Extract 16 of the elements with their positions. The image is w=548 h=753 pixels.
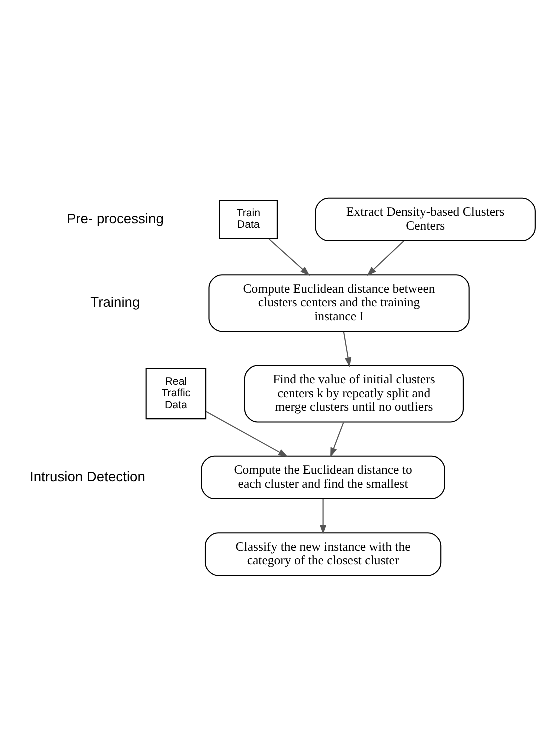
node-box: Classify the new instance with the category of the closest cluster bbox=[204, 532, 442, 576]
node-box: Find the value of initial clusters centers k by repeatly split and merge clusters until no outliers bbox=[244, 364, 464, 422]
node-box: Real Traffic Data bbox=[146, 368, 207, 420]
label: Training bbox=[90, 294, 140, 310]
node-box: Compute the Euclidean distance to each cluster and find the smallest bbox=[201, 455, 446, 500]
arrow bbox=[320, 498, 327, 534]
arrow bbox=[268, 238, 310, 276]
label: Intrusion Detection bbox=[30, 468, 146, 484]
arrow bbox=[343, 331, 352, 367]
arrow bbox=[330, 422, 344, 457]
arrow bbox=[367, 240, 404, 276]
arrow bbox=[206, 410, 288, 457]
node-box: Extract Density-based Clusters Centers bbox=[315, 197, 536, 242]
label: Pre- processing bbox=[66, 210, 164, 226]
node-box: Train Data bbox=[219, 199, 278, 239]
node-box: Compute Euclidean distance between clusters centers and the training instance I bbox=[208, 274, 470, 332]
